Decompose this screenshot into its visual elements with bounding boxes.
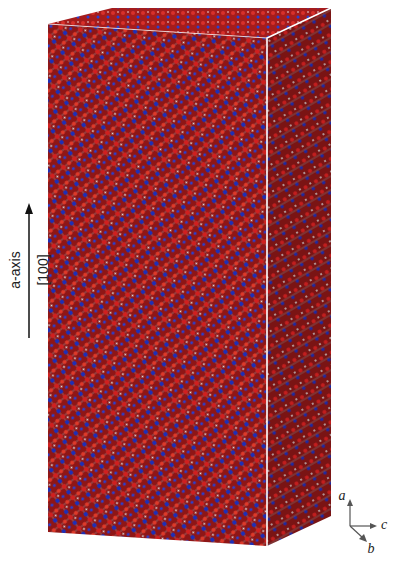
arrow-head	[359, 534, 367, 542]
triad-axis	[350, 526, 363, 538]
triad-axis	[350, 525, 372, 526]
arrow-head	[347, 499, 353, 506]
triad-label: b	[368, 541, 375, 557]
cell-edge	[48, 24, 267, 38]
triad-axis	[349, 504, 350, 526]
axis-arrow	[28, 212, 30, 338]
arrow-head	[25, 203, 33, 214]
side-face	[267, 8, 331, 546]
direction-label: [100]	[35, 254, 51, 285]
axis-label: a-axis	[7, 251, 23, 288]
triad-label: a	[339, 488, 346, 504]
triad-label: c	[381, 517, 387, 533]
arrow-head	[370, 523, 377, 529]
cell-edge	[267, 8, 331, 546]
front-face	[48, 24, 267, 546]
